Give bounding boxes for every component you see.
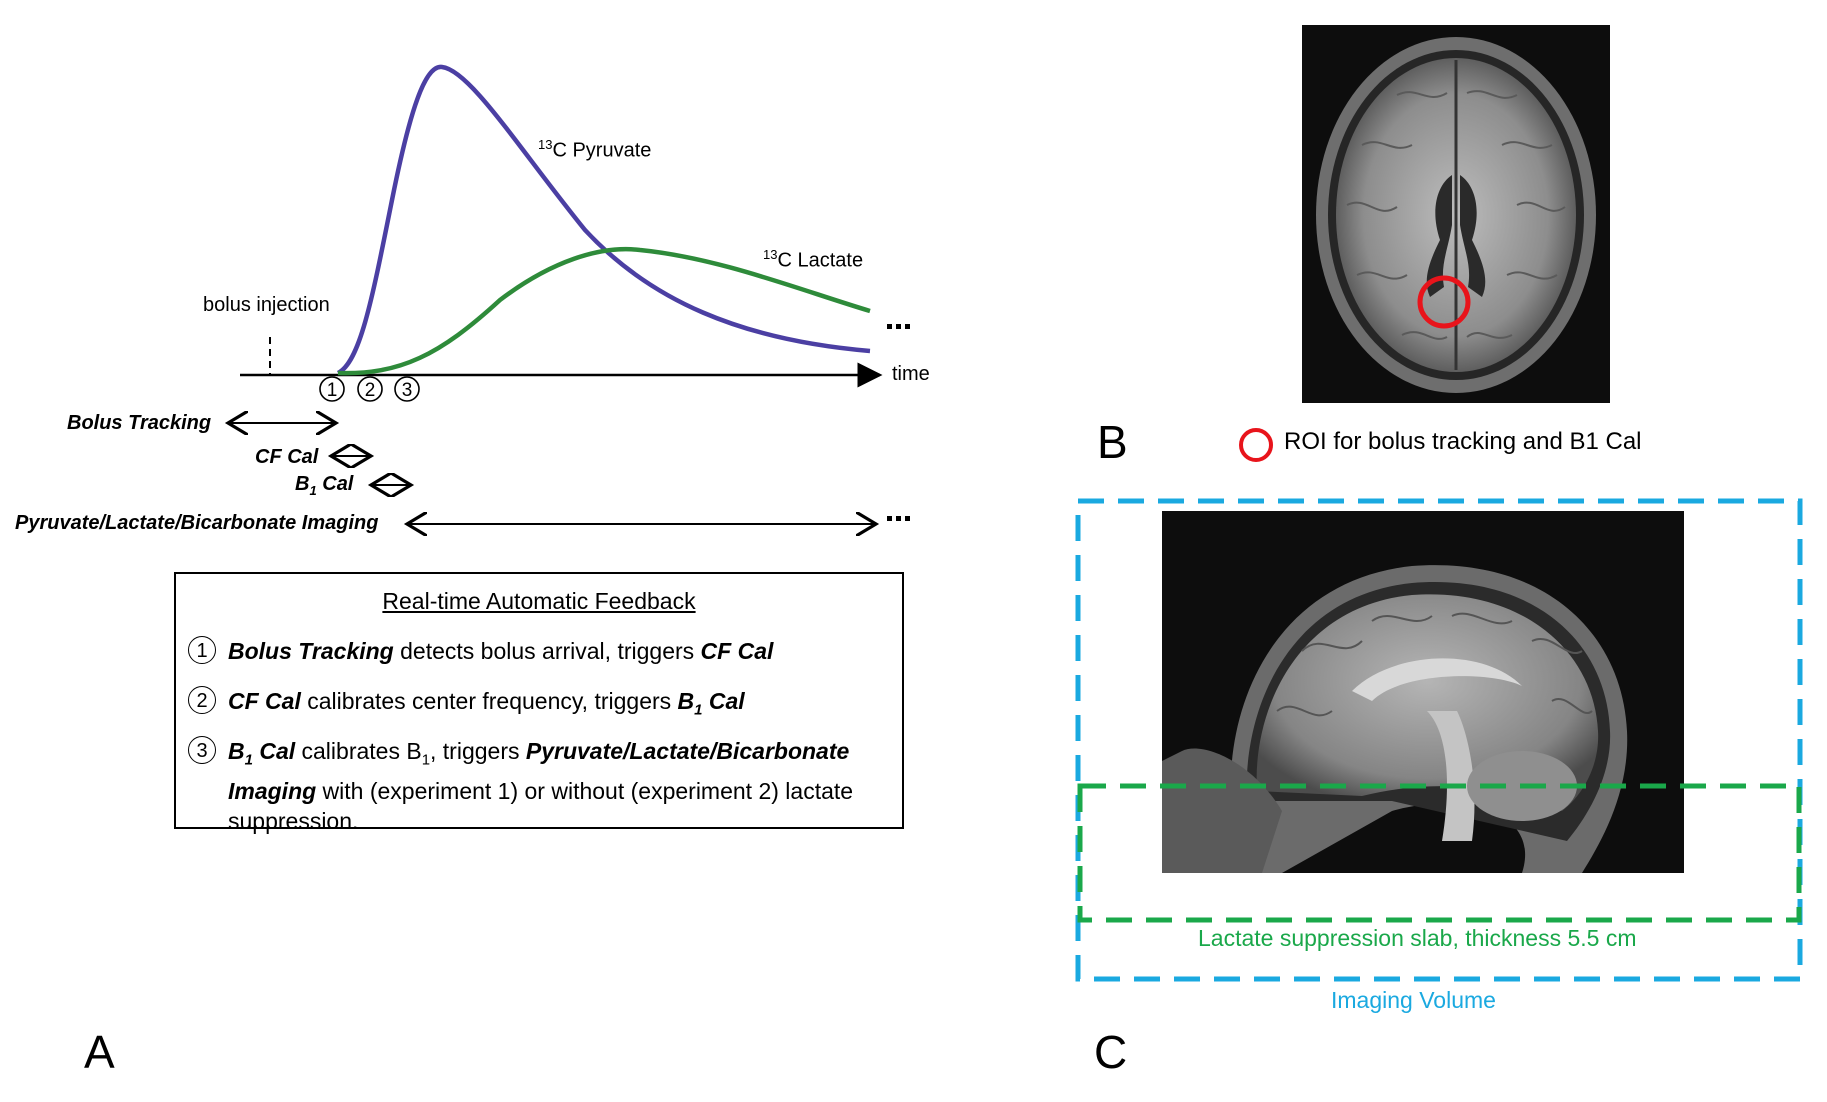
- marker-2: 2: [365, 380, 376, 401]
- panel-a-letter: A: [84, 1026, 115, 1078]
- lactate-suppression-slab: [1077, 783, 1802, 923]
- axial-mri-image: [1302, 25, 1610, 403]
- time-label: time: [892, 363, 930, 385]
- timing-diagram: 1 2 3: [0, 64, 910, 560]
- marker-3-circle: [394, 376, 420, 402]
- continuation-dots-imaging: [887, 516, 910, 521]
- bolus-tracking-label: Bolus Tracking: [67, 412, 212, 434]
- b1-cal-label: B1 Cal: [295, 473, 354, 498]
- roi-legend-label: ROI for bolus tracking and B1 Cal: [1284, 428, 1642, 455]
- roi-legend-icon: [1239, 428, 1273, 462]
- feedback-title: Real-time Automatic Feedback: [382, 588, 696, 614]
- sagittal-mri-image: [1162, 511, 1684, 873]
- sagittal-brain-drawing: [1162, 511, 1684, 873]
- feedback-num-1: 1: [188, 636, 216, 664]
- feedback-num-2: 2: [188, 686, 216, 714]
- continuation-dots-curves: [887, 324, 910, 329]
- lactate-label: 13C Lactate: [763, 247, 864, 272]
- lactate-curve: [337, 246, 871, 376]
- pyruvate-label: 13C Pyruvate: [538, 137, 652, 162]
- marker-2-circle: [357, 376, 383, 402]
- bolus-injection-label: bolus injection: [203, 294, 330, 316]
- marker-3: 3: [402, 380, 413, 401]
- imaging-volume-box: [1075, 498, 1803, 982]
- panel-b-letter: B: [1097, 416, 1128, 468]
- marker-1-circle: [319, 376, 345, 402]
- axial-brain-drawing: [1302, 25, 1610, 403]
- marker-1: 1: [327, 380, 338, 401]
- slab-label: Lactate suppression slab, thickness 5.5 …: [1198, 925, 1637, 951]
- cf-cal-label: CF Cal: [255, 446, 319, 468]
- roi-circle: [1417, 275, 1471, 329]
- imaging-volume-label: Imaging Volume: [1331, 987, 1496, 1013]
- pyruvate-curve: [336, 64, 871, 376]
- feedback-num-3: 3: [188, 736, 216, 764]
- panel-c-letter: C: [1094, 1026, 1128, 1078]
- imaging-label: Pyruvate/Lactate/Bicarbonate Imaging: [15, 512, 379, 534]
